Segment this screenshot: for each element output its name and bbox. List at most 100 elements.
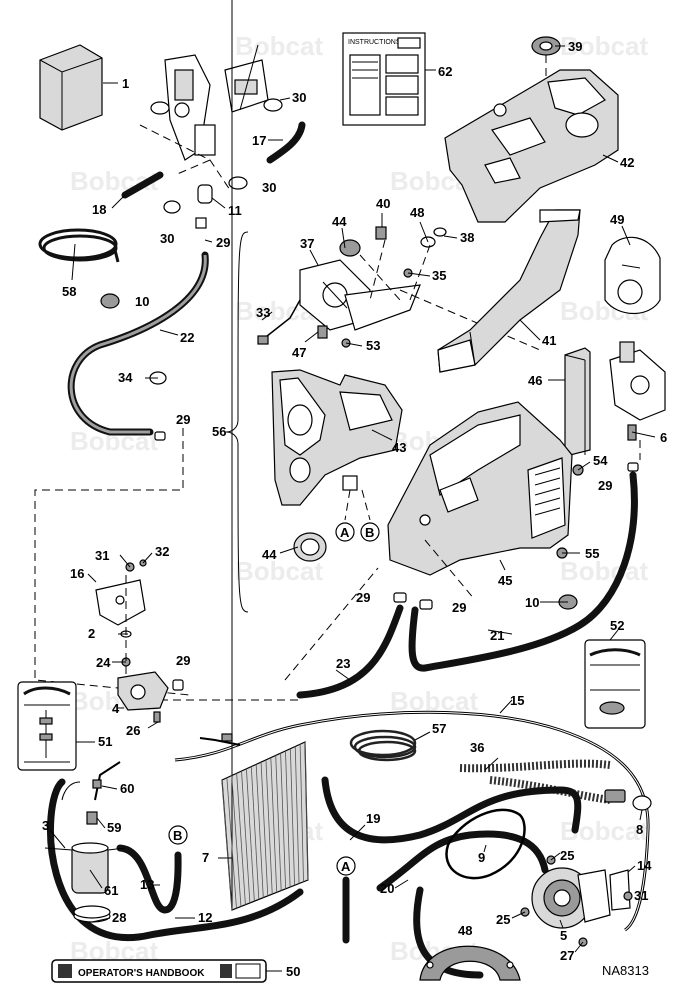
condenser-fins: [221, 741, 309, 911]
water-valve-4: [117, 671, 169, 711]
condenser-fin: [250, 766, 260, 900]
callout-number: 46: [528, 373, 542, 388]
condenser-fin: [260, 762, 269, 896]
assembly-line: [344, 489, 371, 521]
heater-hose-short: [121, 171, 164, 199]
callout-number: 44: [332, 214, 347, 229]
condenser-fin: [221, 779, 233, 911]
condenser-fin: [294, 746, 300, 884]
callout-number: 29: [356, 590, 370, 605]
callout-layer: [49, 45, 656, 972]
fitting-8: [604, 789, 652, 811]
drain-hose-36: [489, 776, 611, 804]
callout-number: 49: [610, 212, 624, 227]
receiver-drier: [44, 842, 126, 894]
callout-number: 56: [212, 424, 226, 439]
screw-26: [153, 711, 161, 723]
connector-a-lower-label: A: [341, 859, 351, 874]
bracket-14: [609, 869, 631, 911]
hose-clamp-29: [154, 431, 166, 441]
condenser-fin: [304, 741, 309, 881]
callout-number: 14: [637, 858, 652, 873]
connector-40: [375, 226, 387, 240]
callout-number: 30: [160, 231, 174, 246]
callout-number: 39: [568, 39, 582, 54]
callout-number: 22: [180, 330, 194, 345]
callout-number: 42: [620, 155, 634, 170]
callout-number: 18: [92, 202, 106, 217]
coiled-wire-harness: [38, 228, 120, 263]
hose-clamp-29: [419, 599, 433, 610]
callout-number: 38: [460, 230, 474, 245]
seal-48: [419, 945, 521, 981]
assembly-line: [359, 239, 431, 301]
callout-number: 31: [634, 888, 648, 903]
callout-number: 31: [95, 548, 109, 563]
callout-number: 54: [593, 453, 608, 468]
callout-number: 41: [542, 333, 556, 348]
callout-number: 37: [300, 236, 314, 251]
callout-number: 19: [366, 811, 380, 826]
condenser-fin: [246, 768, 255, 902]
connector-b-lower-label: B: [173, 828, 182, 843]
callout-number: 29: [176, 653, 190, 668]
callout-number: 21: [490, 628, 504, 643]
decal-52: [584, 639, 646, 729]
decal-49: [604, 236, 661, 314]
callout-number: 29: [598, 478, 612, 493]
switch-59: [86, 811, 98, 825]
connector-b-label: B: [365, 525, 374, 540]
hose-fitting-elbow: [195, 184, 213, 229]
connector-reference-a-b: A B: [335, 522, 380, 542]
callout-number: 15: [510, 693, 524, 708]
condenser-fin: [289, 748, 295, 886]
callout-number: 29: [452, 600, 466, 615]
callout-number: 60: [120, 781, 134, 796]
callout-number: 48: [410, 205, 424, 220]
ac-hose-13: [116, 844, 182, 914]
callout-number: 3: [42, 818, 49, 833]
condenser-fin: [275, 755, 282, 891]
console-top-cover: [444, 69, 619, 223]
callout-number: 28: [112, 910, 126, 925]
water-valve: [609, 341, 666, 441]
callout-number: 1: [122, 76, 129, 91]
callout-number: 36: [470, 740, 484, 755]
callout-number: 9: [478, 850, 485, 865]
console-body: [387, 401, 573, 576]
callout-number: 11: [228, 203, 242, 218]
callout-number: 16: [70, 566, 84, 581]
callout-number: 10: [135, 294, 149, 309]
callout-number: 25: [560, 848, 574, 863]
hose-clamp-29: [172, 679, 184, 691]
heater-return-hose: [408, 471, 638, 672]
coiled-drain-tube: [349, 729, 417, 762]
callout-number: 59: [107, 820, 121, 835]
wire-lead: [199, 737, 241, 746]
callout-number: 48: [458, 923, 472, 938]
watermark: Bobcat: [560, 31, 648, 61]
connector-b-lower: [168, 825, 188, 845]
callout-number: 34: [118, 370, 133, 385]
clip: [342, 475, 358, 491]
callout-number: 62: [438, 64, 452, 79]
hose-clamp-29: [627, 462, 639, 472]
watermark: Bobcat: [235, 31, 323, 61]
callout-number: 17: [252, 133, 266, 148]
callout-number: 52: [610, 618, 624, 633]
callout-number: 51: [98, 734, 112, 749]
grommet: [100, 293, 120, 309]
condenser-fin: [236, 773, 246, 905]
heater-housing: [271, 369, 403, 506]
valve-mounting-bracket: [95, 579, 146, 626]
condenser-fin: [255, 764, 264, 898]
callout-number: 25: [496, 912, 510, 927]
callout-number: 58: [62, 284, 76, 299]
knob-44-top: [339, 239, 361, 257]
drier-bracket-line: [61, 781, 81, 801]
condenser-fin: [299, 744, 304, 882]
callout-number: 45: [498, 573, 512, 588]
part-box: [39, 44, 103, 131]
condenser-fin: [231, 775, 242, 907]
